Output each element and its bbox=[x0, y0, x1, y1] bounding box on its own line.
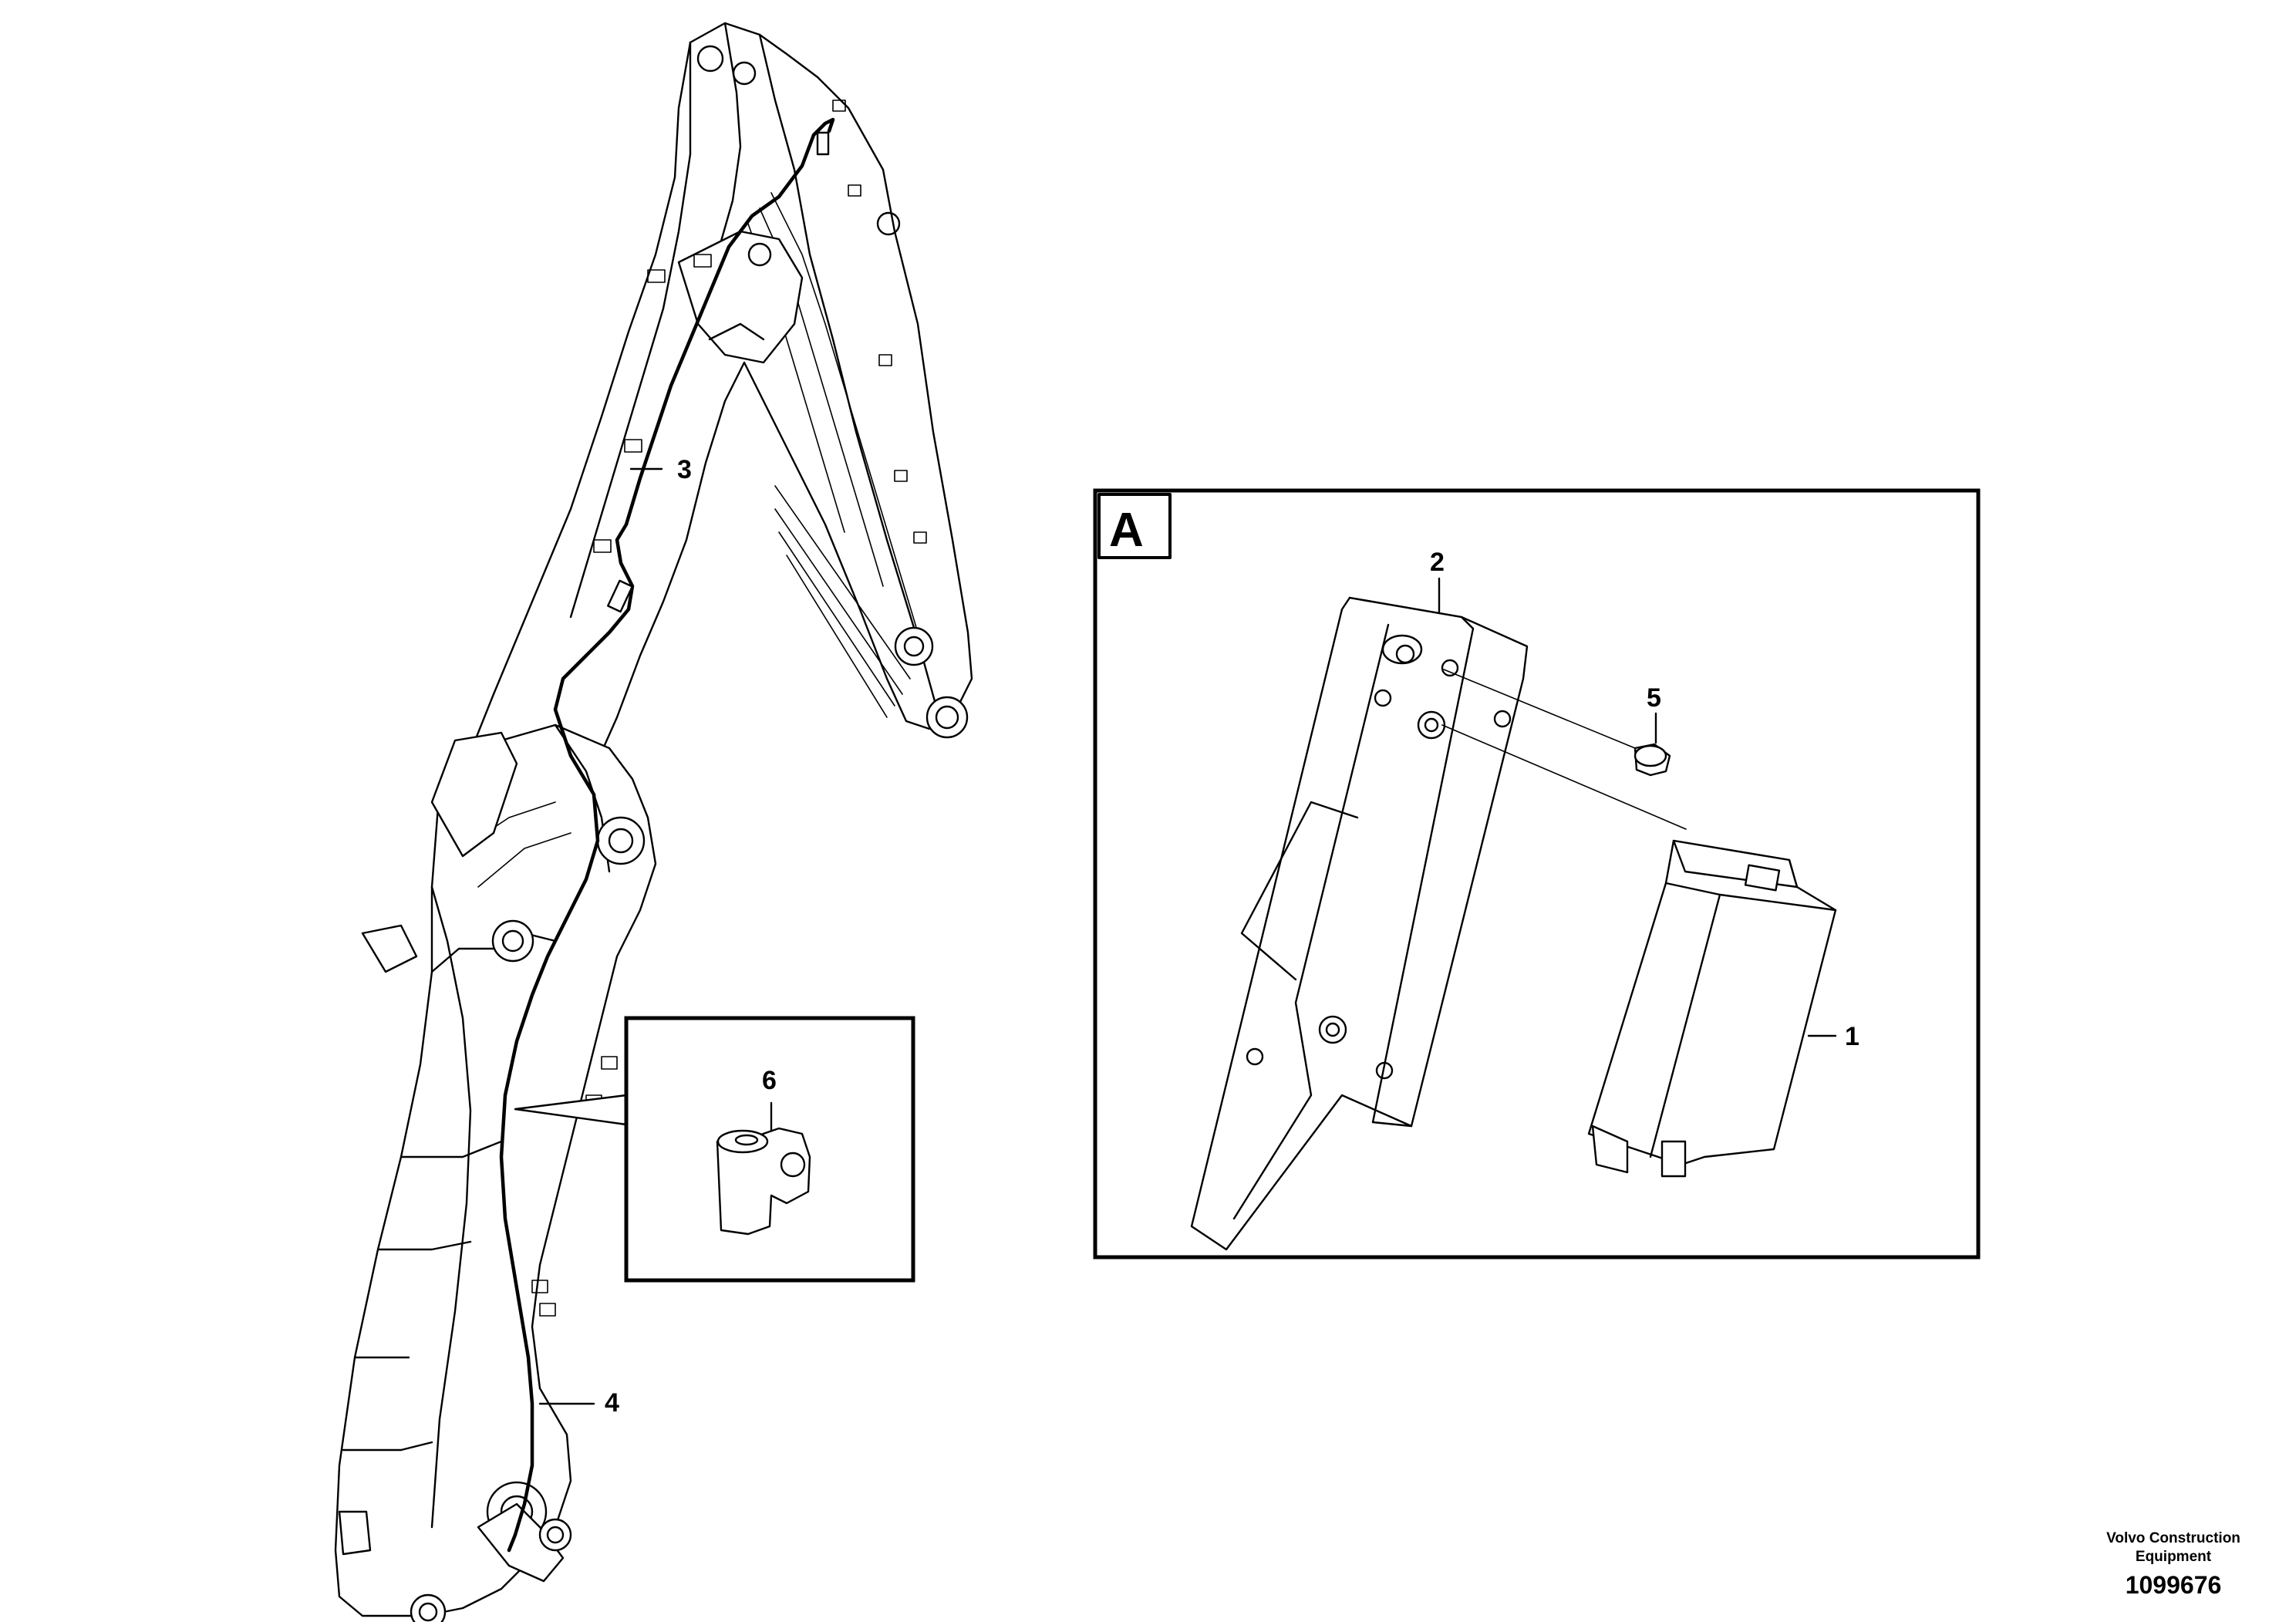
drawing-number: 1099676 bbox=[2126, 1571, 2222, 1599]
brand-line-1: Volvo Construction bbox=[2106, 1530, 2240, 1546]
callout-4: 4 bbox=[605, 1388, 619, 1418]
excavator-boom-arm bbox=[334, 22, 973, 1622]
callout-6: 6 bbox=[762, 1066, 777, 1095]
callout-5: 5 bbox=[1647, 683, 1661, 713]
detail-label: A bbox=[1109, 504, 1144, 557]
callout-1: 1 bbox=[1845, 1022, 1859, 1051]
callout-3: 3 bbox=[677, 455, 692, 484]
bracket-part bbox=[1190, 596, 1529, 1251]
callout-2: 2 bbox=[1430, 548, 1445, 577]
cable-harness bbox=[499, 117, 835, 1553]
detail-a: A 2 5 1 bbox=[1093, 488, 1981, 1259]
clip-inset: 6 bbox=[514, 1016, 915, 1283]
brand-line-2: Equipment bbox=[2136, 1549, 2212, 1565]
